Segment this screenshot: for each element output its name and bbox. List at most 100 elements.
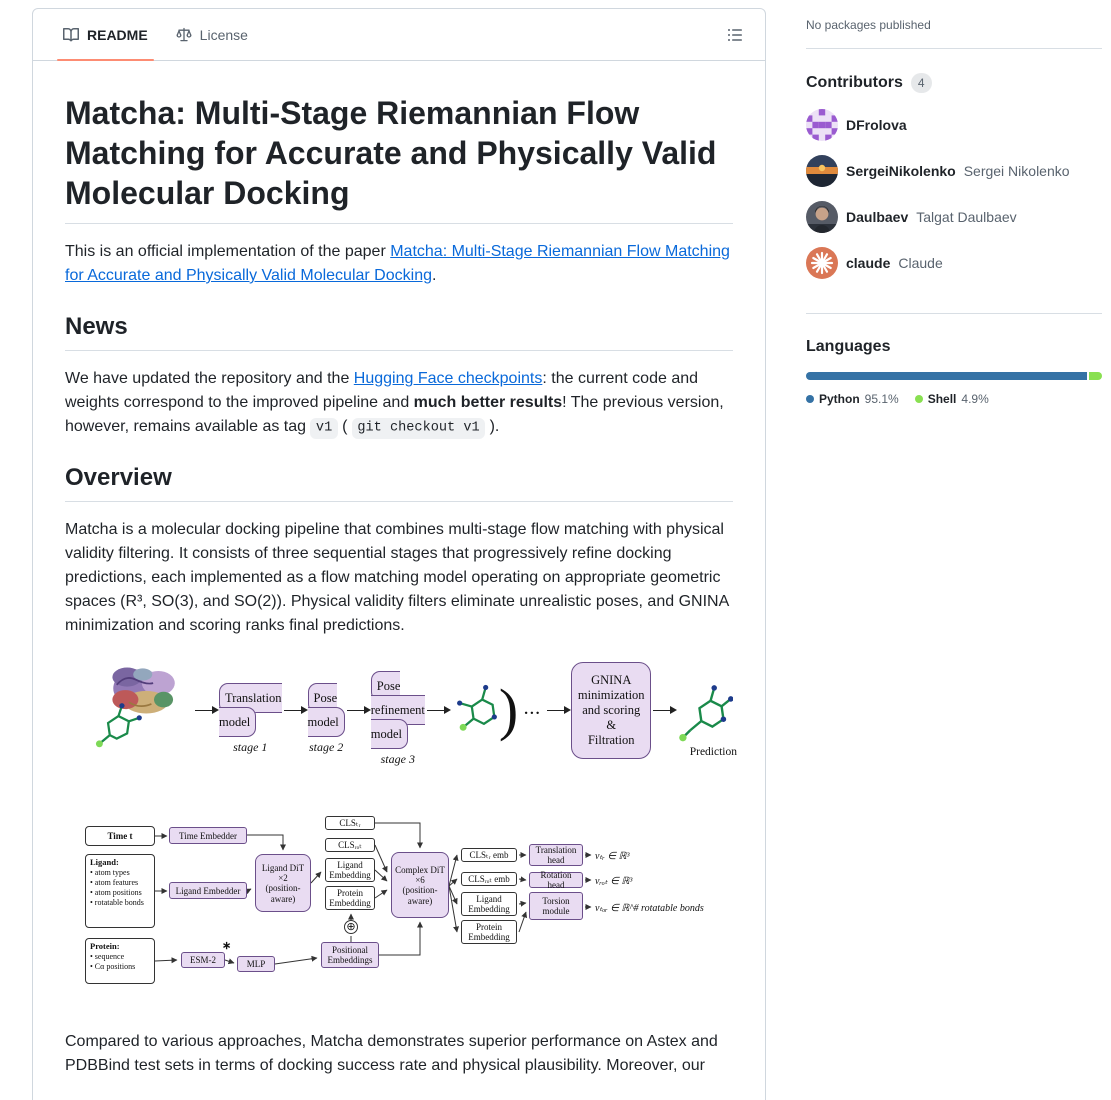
languages-heading: Languages: [806, 338, 1102, 356]
architecture-figure[interactable]: Time t Ligand: • atom types • atom featu…: [65, 814, 733, 1002]
pipeline-figure[interactable]: Translation model stage 1 Pose model sta…: [65, 654, 737, 766]
avatar-dfrolova[interactable]: [806, 109, 838, 141]
outline-button[interactable]: [721, 21, 749, 49]
readme-tabbar: README License: [33, 9, 765, 61]
diagram-box-rotation-head: Rotation head: [529, 870, 583, 890]
news-heading: News: [65, 312, 733, 351]
contributor-row: SergeiNikolenko Sergei Nikolenko: [806, 155, 1102, 187]
shell-color-dot: [914, 395, 923, 403]
diagram-box-ligand-embedding-out: Ligand Embedding: [461, 892, 517, 917]
contributor-username[interactable]: DFrolova: [846, 117, 907, 133]
stage-3-caption: stage 3: [380, 752, 415, 767]
pose-set-illustration: ): [451, 677, 518, 743]
languages-section: Languages Python 95.1% Shell 4.9%: [806, 314, 1102, 426]
stage-3: Pose refinement model stage 3: [370, 671, 425, 766]
diagram-box-torsion-module: Torsion module: [529, 892, 583, 921]
frozen-asterisk: ∗: [222, 940, 232, 953]
arrow-right: [346, 709, 369, 712]
code-git-checkout-v1: git checkout v1: [351, 418, 486, 439]
closing-paragraph: Compared to various approaches, Matcha d…: [65, 1033, 718, 1075]
contributor-username[interactable]: claude: [846, 255, 891, 271]
diagram-box-protein-embedding: Protein Embedding: [325, 886, 375, 911]
arrow-right: [547, 709, 570, 712]
diagram-box-ligand-dit: Ligand DiT ×2 (position- aware): [255, 854, 311, 913]
ligand-input-item: • atom types: [90, 868, 130, 878]
diagram-box-translation-head: Translation head: [529, 844, 583, 867]
diagram-box-esm2: ESM-2: [181, 952, 225, 969]
contributors-heading-label: Contributors: [806, 74, 903, 91]
contributors-count-badge: 4: [910, 73, 932, 93]
stage-2-caption: stage 2: [308, 740, 344, 755]
paper-link[interactable]: Matcha: Multi-Stage Riemannian Flow Matc…: [65, 243, 730, 284]
overview-paragraph: Matcha is a molecular docking pipeline t…: [65, 521, 729, 635]
diagram-box-complex-dit: Complex DiT ×6 (position- aware): [391, 852, 449, 919]
pipeline-diagram: Translation model stage 1 Pose model sta…: [89, 654, 737, 766]
tab-readme-label: README: [87, 26, 148, 43]
news-text-2: : the current code and weights correspon…: [65, 370, 699, 411]
news-text-1: We have updated the repository and the: [65, 370, 354, 387]
ellipsis: ...: [524, 702, 542, 719]
diagram-box-cls-tr: CLSₜᵣ: [325, 816, 375, 831]
diagram-box-gnina: GNINA minimization and scoring & Filtrat…: [571, 661, 651, 759]
diagram-box-protein-embedding-out: Protein Embedding: [461, 920, 517, 945]
news-text-4: (: [337, 418, 352, 435]
diagram-box-positional-embeddings: Positional Embeddings: [321, 942, 379, 969]
readme-article: Matcha: Multi-Stage Riemannian Flow Matc…: [33, 61, 765, 1100]
huggingface-link[interactable]: Hugging Face checkpoints: [353, 370, 543, 387]
contributors-section: Contributors 4: [806, 49, 1102, 314]
diagram-box-ligand-embedder: Ligand Embedder: [169, 882, 247, 900]
languages-legend: Python 95.1% Shell 4.9%: [806, 392, 1102, 406]
arrow-right: [653, 709, 675, 712]
news-paragraph: We have updated the repository and the H…: [65, 367, 733, 439]
list-icon: [728, 28, 742, 41]
protein-input-title: Protein:: [90, 941, 120, 952]
language-legend-shell[interactable]: Shell 4.9%: [914, 392, 989, 406]
contributor-row: claude Claude: [806, 247, 1102, 279]
law-icon: [176, 27, 192, 41]
news-text-3: ! The previous version, however, remains…: [65, 394, 724, 435]
languages-bar: [806, 372, 1102, 380]
diagram-box-protein-input: Protein: • sequence • Cα positions: [85, 938, 155, 985]
stage-2: Pose model stage 2: [307, 683, 345, 754]
readme-card: README License: [32, 8, 766, 1100]
avatar-claude[interactable]: [806, 247, 838, 279]
diagram-box-time-input: Time t: [85, 826, 155, 847]
output-v-tr: vₜᵣ ∈ ℝ³: [595, 851, 630, 863]
intro-paragraph: This is an official implementation of th…: [65, 240, 733, 288]
language-segment-shell[interactable]: [1089, 372, 1102, 380]
ligand-input-title: Ligand:: [90, 857, 119, 868]
prediction-illustration: Prediction: [677, 675, 737, 758]
output-v-rot: vᵣₒₜ ∈ ℝ³: [595, 876, 633, 888]
stage-1: Translation model stage 1: [219, 683, 282, 754]
python-color-dot: [806, 395, 814, 403]
intro-text: This is an official implementation of th…: [65, 243, 391, 260]
overview-heading: Overview: [65, 463, 733, 503]
ligand-input-item: • rotatable bonds: [90, 898, 144, 908]
contributor-username[interactable]: Daulbaev: [846, 209, 909, 225]
language-percent: 4.9%: [961, 392, 989, 406]
prediction-caption: Prediction: [689, 746, 737, 759]
tab-license-label: License: [199, 26, 248, 43]
tabbar-spacer: [262, 9, 721, 60]
language-legend-python[interactable]: Python 95.1%: [806, 392, 899, 406]
avatar-daulbaev[interactable]: [806, 201, 838, 233]
diagram-box-translation-model: Translation model: [219, 683, 282, 738]
bold-much-better-results: much better results: [413, 394, 563, 411]
contributor-row: Daulbaev Talgat Daulbaev: [806, 201, 1102, 233]
diagram-box-pose-model: Pose model: [307, 683, 345, 738]
packages-section: No packages published: [806, 8, 1102, 49]
avatar-sergeinikolenko[interactable]: [806, 155, 838, 187]
protein-ligand-illustration: [89, 654, 193, 766]
contributor-username[interactable]: SergeiNikolenko: [846, 163, 956, 179]
arrow-right: [426, 709, 449, 712]
language-segment-python[interactable]: [806, 372, 1088, 380]
book-icon: [63, 27, 79, 41]
intro-suffix: .: [431, 267, 437, 284]
contributor-fullname: Sergei Nikolenko: [963, 163, 1070, 179]
diagram-box-cls-tr-emb: CLSₜᵣ emb: [461, 848, 517, 863]
tab-readme[interactable]: README: [49, 9, 162, 61]
contributors-heading[interactable]: Contributors 4: [806, 73, 1102, 93]
ligand-input-item: • atom positions: [90, 888, 142, 898]
tab-license[interactable]: License: [162, 9, 262, 60]
